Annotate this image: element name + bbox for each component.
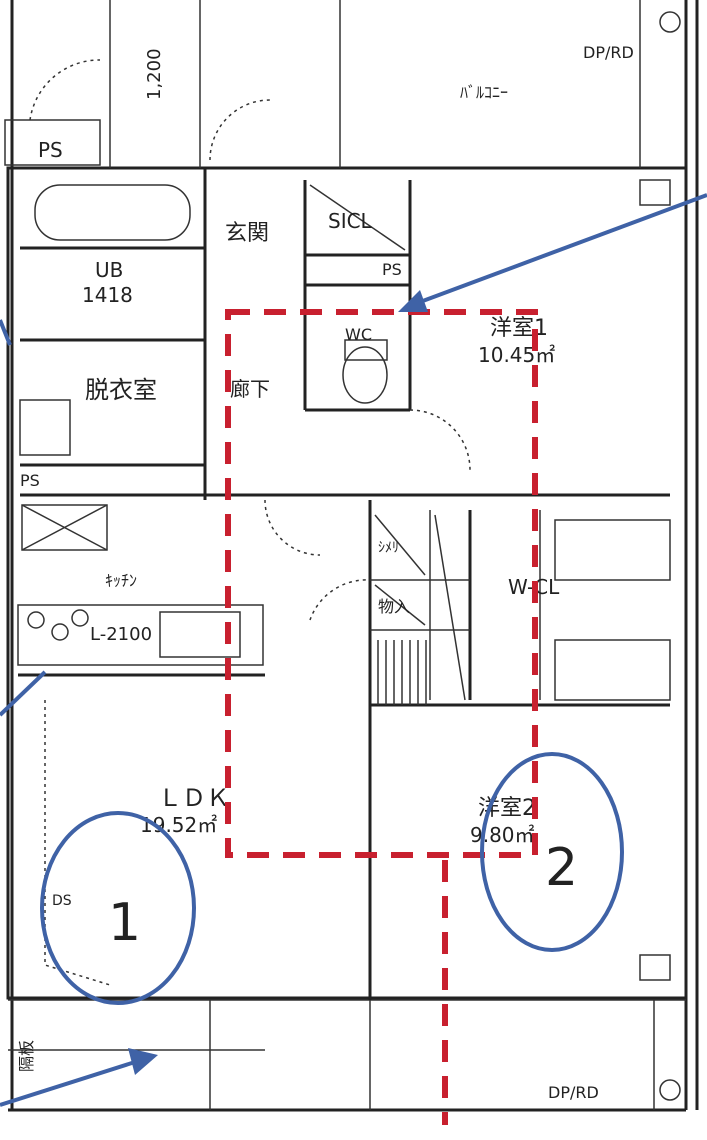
genkan-label: 玄関: [225, 221, 269, 246]
shoe-storage-label: ｼﾒﾘ: [378, 540, 399, 556]
ps-dressing-label: PS: [20, 471, 40, 490]
balcony-label: ﾊﾞﾙｺﾆｰ: [460, 83, 508, 102]
ds-label: DS: [52, 893, 72, 909]
storage-label: 物入: [378, 597, 410, 616]
wc-label: WC: [345, 325, 372, 344]
ps-sicl-label: PS: [382, 260, 402, 279]
annotation-circle-2: [480, 752, 624, 952]
arrow-fragment: [0, 319, 12, 346]
ps-label: PS: [38, 138, 63, 162]
ub-size: 1418: [82, 283, 133, 307]
sicl-label: SICL: [328, 209, 373, 233]
hallway-label: 廊下: [230, 377, 270, 401]
room1-label: 洋室1: [490, 316, 548, 341]
room2-area: 9.80㎡: [470, 823, 535, 847]
annotation-number-1: 1: [108, 893, 141, 953]
dp-rd-label: DP/RD: [583, 43, 634, 62]
staircase: [377, 640, 427, 705]
ub-label: UB: [95, 258, 123, 282]
highlighted-area-outline: [225, 309, 538, 858]
walls: [4, 0, 699, 1112]
annotation-number-2: 2: [545, 838, 578, 898]
dp-rd-bottom-label: DP/RD: [548, 1083, 599, 1102]
partition-label: 隔板: [17, 1040, 36, 1072]
arrow-icon: [0, 670, 47, 717]
arrow-icon: [398, 193, 707, 312]
dressing-room-label: 脱衣室: [85, 376, 157, 404]
arrow-icon: [0, 1048, 158, 1107]
kitchen-size: L-2100: [90, 624, 152, 645]
annotation-circle-1: [40, 811, 196, 1005]
kitchen-label: ｷｯﾁﾝ: [105, 571, 137, 590]
ldk-label: ＬＤＫ: [158, 784, 230, 812]
dimension-1200: 1,200: [144, 48, 165, 100]
room1-area: 10.45㎡: [478, 343, 555, 367]
